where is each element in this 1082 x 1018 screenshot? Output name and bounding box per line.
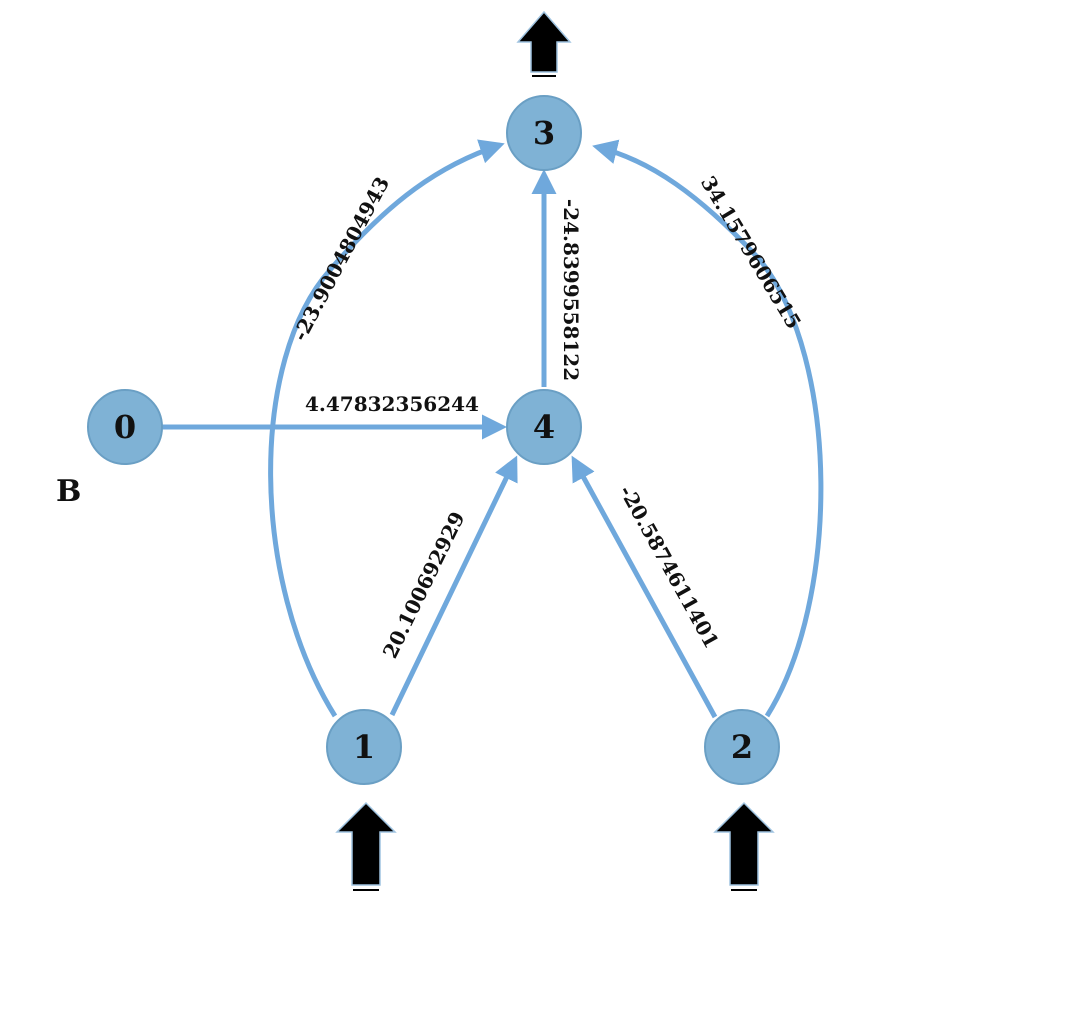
flow-arrow-up-icon xyxy=(516,10,572,73)
edges xyxy=(162,139,824,719)
edge-label-4-3: -24.8399558122 xyxy=(559,199,583,381)
edge-1-3 xyxy=(268,139,505,718)
flow-in-node-1 xyxy=(335,801,397,891)
node-4-circle xyxy=(506,389,582,465)
node-4-label: 4 xyxy=(533,408,555,446)
edge-2-3 xyxy=(592,139,824,718)
node-3-label: 3 xyxy=(533,114,555,152)
node-0-circle xyxy=(87,389,163,465)
flow-arrow-up-icon xyxy=(335,801,397,886)
edge-1-4 xyxy=(389,455,518,717)
node-0: 0 xyxy=(87,389,163,465)
edge-label-0-4: 4.47832356244 xyxy=(305,392,479,416)
edge-label-1-3: -23.9004804943 xyxy=(287,173,394,345)
node-2: 2 xyxy=(704,709,780,785)
flow-arrow-up-icon xyxy=(713,801,775,886)
flow-arrows xyxy=(335,10,775,891)
edge-2-4 xyxy=(571,455,718,719)
node-2-circle xyxy=(704,709,780,785)
flow-in-node-2 xyxy=(713,801,775,891)
panel-label: B xyxy=(56,474,81,509)
node-2-label: 2 xyxy=(731,728,753,766)
node-3: 3 xyxy=(506,95,582,171)
node-1: 1 xyxy=(326,709,402,785)
node-4: 4 xyxy=(506,389,582,465)
edge-label-2-3: 34.1579606515 xyxy=(696,172,806,333)
nodes: 0 1 2 3 4 xyxy=(87,95,780,785)
node-1-label: 1 xyxy=(353,728,375,766)
flow-out-node-3 xyxy=(516,10,572,77)
node-3-circle xyxy=(506,95,582,171)
node-0-label: 0 xyxy=(114,408,136,446)
node-1-circle xyxy=(326,709,402,785)
